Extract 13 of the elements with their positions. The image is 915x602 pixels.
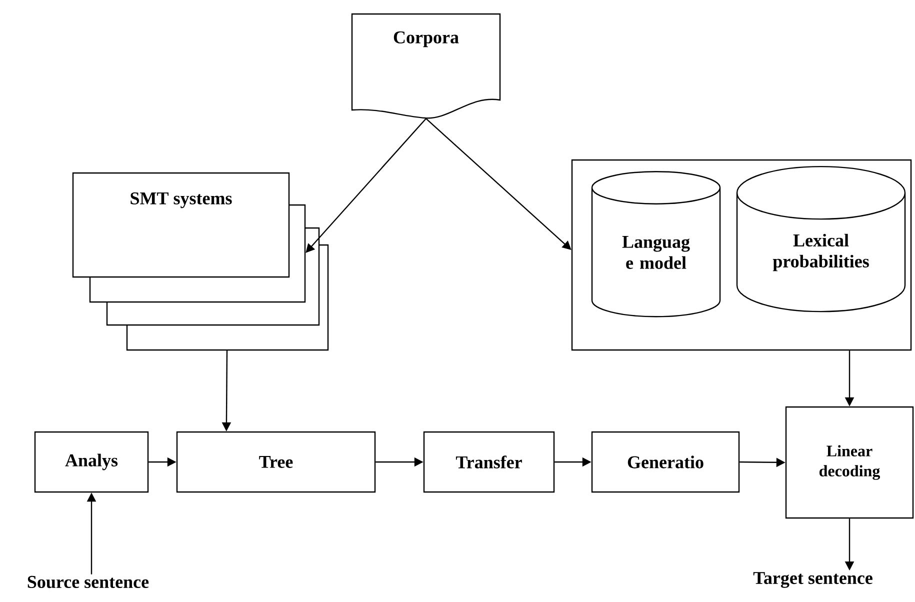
process-box: Tree	[176, 431, 376, 493]
io-label: Target sentence	[753, 572, 872, 588]
process-box: Generatio	[591, 431, 740, 493]
arrow	[426, 118, 572, 250]
arrow	[306, 118, 426, 253]
process-box: Analys	[34, 431, 149, 493]
process-box: Transfer	[423, 431, 555, 493]
box-label: SMT systems	[130, 192, 232, 208]
io-label: Source sentence	[28, 576, 149, 588]
database-cylinder: Languag e model	[591, 171, 721, 318]
database-cylinder: Lexical probabilities	[736, 166, 906, 312]
process-box: Linear decoding	[785, 406, 914, 519]
panel-box	[571, 159, 912, 351]
